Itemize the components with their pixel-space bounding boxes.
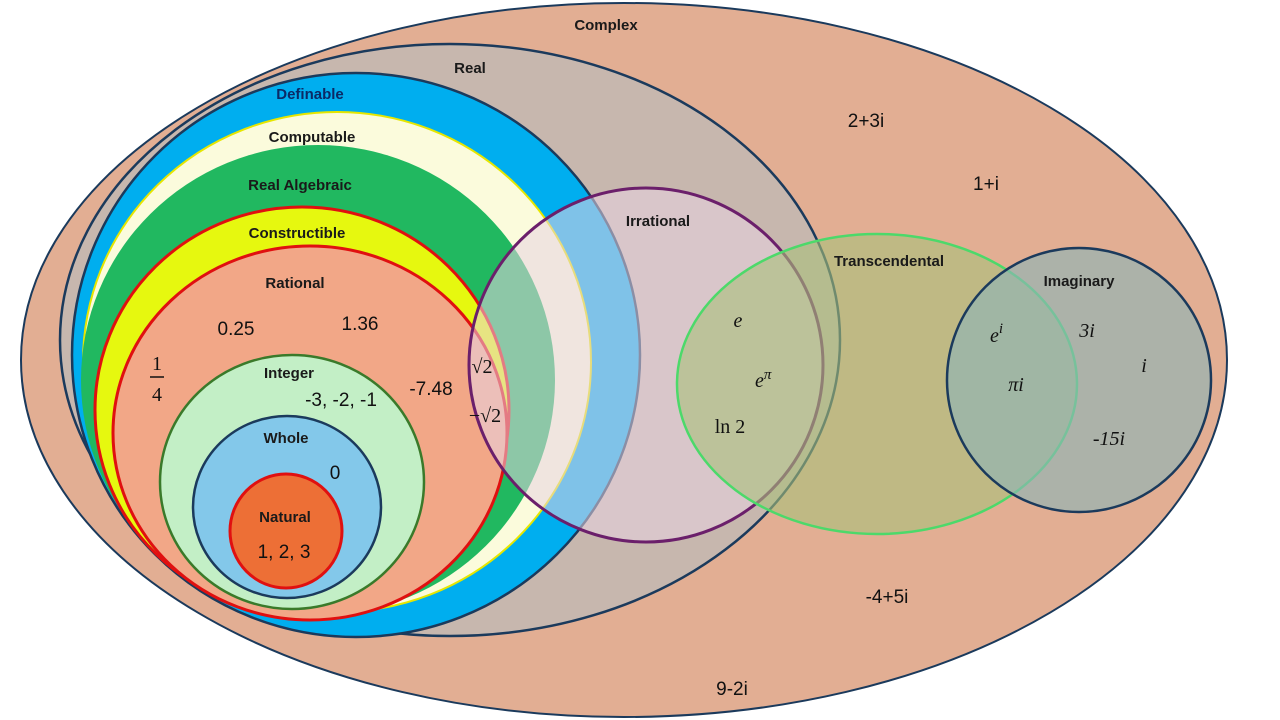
real-label: Real <box>454 60 486 77</box>
e-i-exponent: i <box>999 321 1003 337</box>
e-pi-exponent: π <box>764 367 772 383</box>
natural-set-region <box>228 472 344 590</box>
definable-label: Definable <box>276 86 344 103</box>
irrational-label: Irrational <box>626 213 690 230</box>
rational-label: Rational <box>265 275 324 292</box>
complex-example-1plusi: 1+i <box>973 174 999 195</box>
transcendental-label: Transcendental <box>834 253 944 270</box>
rational-example-136: 1.36 <box>342 314 379 335</box>
rational-example-025: 0.25 <box>218 319 255 340</box>
sqrt2-example: √2 <box>472 356 493 378</box>
complex-example-neg4plus5i: -4+5i <box>866 587 909 608</box>
natural-examples: 1, 2, 3 <box>258 542 311 563</box>
i-example: i <box>1141 355 1147 377</box>
whole-label: Whole <box>264 430 309 447</box>
ln2-example: ln 2 <box>715 416 746 438</box>
3i-example: 3i <box>1078 320 1095 342</box>
fraction-denominator: 4 <box>152 384 162 406</box>
pi-i-example: πi <box>1008 374 1024 396</box>
imaginary-set-region <box>945 246 1213 514</box>
e-i-example: ei <box>990 321 1003 347</box>
complex-example-9minus2i: 9-2i <box>716 679 748 700</box>
imaginary-label: Imaginary <box>1044 273 1116 290</box>
integer-examples: -3, -2, -1 <box>305 390 377 411</box>
complex-label: Complex <box>574 17 638 34</box>
integer-label: Integer <box>264 365 314 382</box>
neg15i-example: -15i <box>1093 428 1125 450</box>
e-pi-example: eπ <box>755 367 772 392</box>
constructible-label: Constructible <box>249 225 346 242</box>
e-pi-base: e <box>755 370 764 392</box>
fraction-numerator: 1 <box>152 353 162 375</box>
natural-label: Natural <box>259 509 311 526</box>
e-i-base: e <box>990 325 999 347</box>
neg-sqrt2-example: −√2 <box>469 405 501 427</box>
computable-label: Computable <box>269 129 356 146</box>
rational-example-fraction: 1 4 <box>150 353 164 406</box>
e-example: e <box>734 310 743 332</box>
complex-example-2plus3i: 2+3i <box>848 111 884 132</box>
rational-example-748: -7.48 <box>409 379 452 400</box>
whole-example: 0 <box>330 463 341 484</box>
real-algebraic-label: Real Algebraic <box>248 177 352 194</box>
